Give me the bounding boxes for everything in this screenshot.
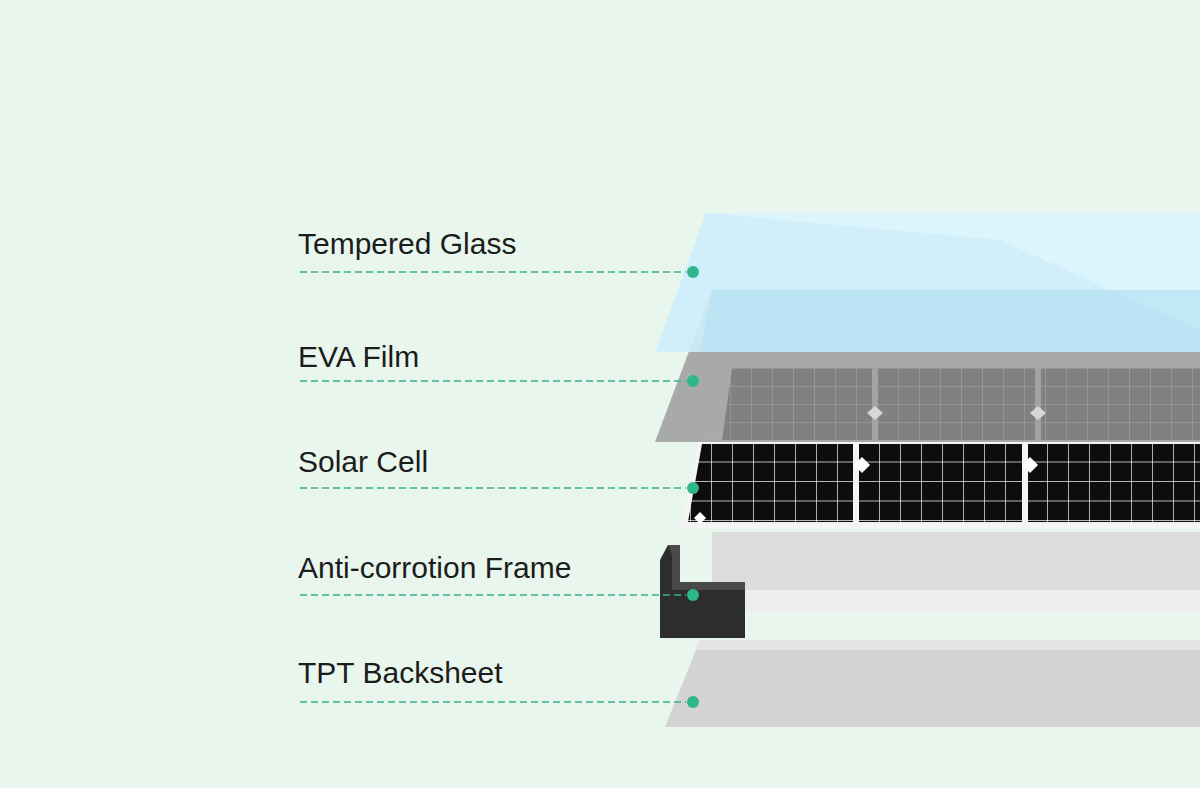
frame-profile: [660, 545, 745, 638]
part-label: Tempered Glass: [298, 226, 516, 262]
part-label: Anti-corrotion Frame: [298, 550, 571, 586]
eva-diamond: [867, 406, 883, 420]
frame-bar: [712, 532, 1200, 612]
leader-line: [300, 594, 686, 596]
eva-gap: [872, 368, 878, 440]
leader-dot: [687, 375, 699, 387]
eva-diamond: [1030, 406, 1046, 420]
cell-gap: [1022, 444, 1028, 522]
eva-cell-shadow: [722, 368, 1200, 440]
part-label: Solar Cell: [298, 444, 428, 480]
cell-diamond: [1022, 457, 1038, 473]
leader-dot: [687, 696, 699, 708]
part-label: TPT Backsheet: [298, 655, 503, 691]
backsheet-layer: [665, 640, 1200, 727]
glass-layer: [655, 213, 1200, 352]
leader-line: [300, 701, 686, 703]
leader-line: [300, 487, 686, 489]
cell-diamond: [854, 457, 870, 473]
backsheet-edge: [696, 640, 1200, 650]
cell-diamond: [694, 512, 706, 524]
cell-gap: [853, 444, 859, 522]
cell-backing: [680, 438, 1200, 528]
frame-bar-face: [745, 590, 1200, 612]
part-label: EVA Film: [298, 339, 419, 375]
glass-overlap: [700, 290, 1200, 352]
leader-dot: [687, 482, 699, 494]
eva-gap: [1035, 368, 1041, 440]
leader-dot: [687, 266, 699, 278]
frame-profile-top: [668, 545, 745, 590]
leader-line: [300, 380, 686, 382]
leader-dot: [687, 589, 699, 601]
eva-film-layer: [655, 290, 1200, 442]
solar-cell-grid: [688, 444, 1200, 522]
leader-line: [300, 271, 686, 273]
